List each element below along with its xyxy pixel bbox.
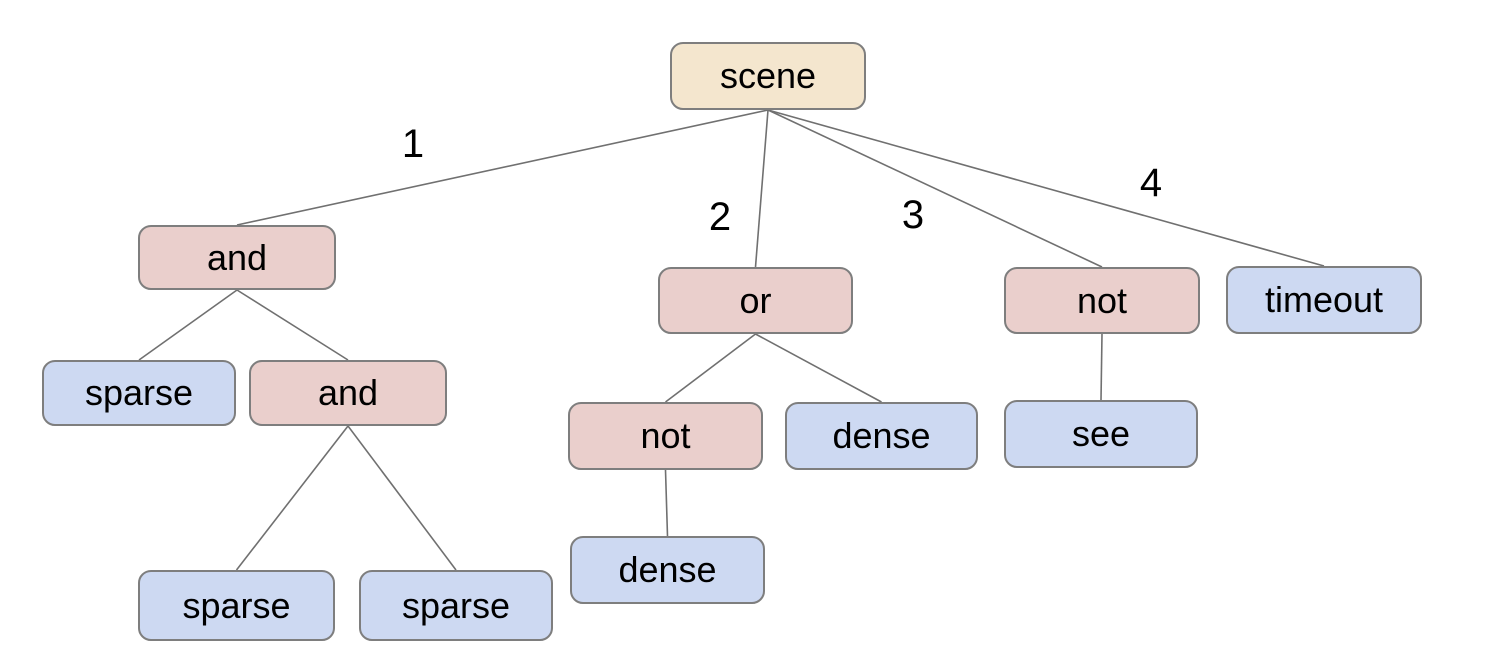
node-label: timeout bbox=[1264, 279, 1384, 320]
node-and2: and bbox=[249, 360, 447, 426]
edge-scene-and1 bbox=[236, 109, 769, 226]
node-label: sparse bbox=[401, 584, 511, 626]
node-scene: scene bbox=[670, 42, 866, 110]
node-sparse3: sparse bbox=[359, 570, 553, 641]
node-label: and bbox=[317, 372, 379, 413]
node-sparse2: sparse bbox=[138, 570, 335, 641]
node-and1: and bbox=[138, 225, 336, 290]
edge-or1-not2 bbox=[665, 333, 756, 403]
node-label: sparse bbox=[84, 372, 194, 413]
node-label: dense bbox=[618, 549, 717, 590]
node-label: or bbox=[739, 279, 772, 321]
node-sparse1: sparse bbox=[42, 360, 236, 426]
node-dense2: dense bbox=[570, 536, 765, 604]
edge-and1-and2 bbox=[236, 289, 349, 361]
edge-label-4: 4 bbox=[1139, 161, 1163, 205]
node-or1: or bbox=[658, 267, 853, 334]
edge-label-1: 1 bbox=[401, 122, 425, 166]
edge-and2-sparse3 bbox=[347, 425, 457, 571]
node-not2: not bbox=[568, 402, 763, 470]
edge-label-2: 2 bbox=[708, 195, 732, 239]
node-label: scene bbox=[719, 55, 817, 96]
node-label: see bbox=[1071, 413, 1131, 454]
edge-scene-or1 bbox=[754, 109, 769, 268]
edge-label-3: 3 bbox=[901, 193, 925, 237]
node-timeout1: timeout bbox=[1226, 266, 1422, 334]
node-see1: see bbox=[1004, 400, 1198, 468]
node-label: and bbox=[206, 236, 268, 278]
node-label: not bbox=[1076, 279, 1128, 321]
node-label: not bbox=[640, 415, 691, 456]
node-not1: not bbox=[1004, 267, 1200, 334]
edge-or1-dense1 bbox=[755, 333, 882, 403]
node-label: dense bbox=[832, 415, 931, 456]
edge-and1-sparse1 bbox=[138, 289, 238, 361]
edge-not1-see1 bbox=[1100, 333, 1103, 401]
edge-not2-dense2 bbox=[664, 469, 669, 537]
edge-scene-not1 bbox=[767, 109, 1103, 268]
edge-scene-timeout1 bbox=[767, 109, 1325, 267]
node-label: sparse bbox=[182, 584, 291, 626]
edge-and2-sparse2 bbox=[235, 425, 349, 571]
node-dense1: dense bbox=[785, 402, 978, 470]
